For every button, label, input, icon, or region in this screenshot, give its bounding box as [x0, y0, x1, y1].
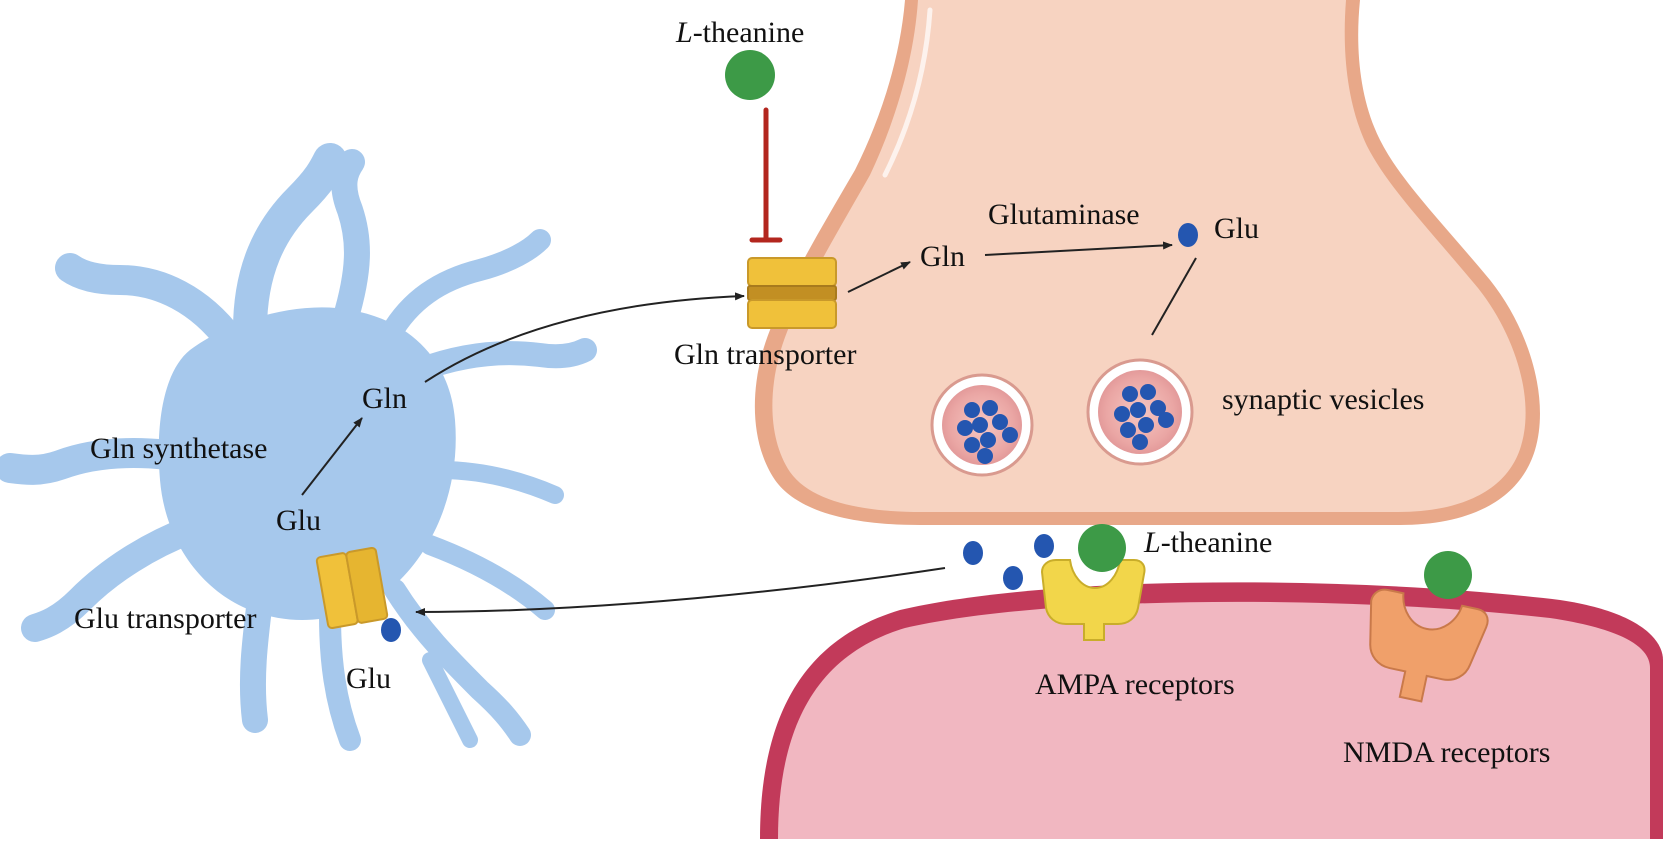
arrow-astro-to-presyn	[424, 292, 745, 383]
theanine-molecule-top	[725, 50, 775, 100]
label-gln-synthetase: Gln synthetase	[90, 432, 268, 465]
arrow-cleft-to-astro	[415, 567, 946, 616]
label-theanine-cleft: L-theanine	[1144, 526, 1273, 559]
glutamate-molecule-cleft-2	[1034, 534, 1054, 558]
label-gln-astro: Gln	[362, 382, 407, 415]
astrocyte	[0, 143, 597, 751]
theanine-molecule-nmda	[1424, 551, 1472, 599]
label-gln-transporter: Gln transporter	[674, 338, 857, 371]
gln-transporter-icon	[747, 257, 837, 329]
label-glu-transporter: Glu transporter	[74, 602, 257, 635]
glu-transporter-icon	[315, 546, 389, 630]
label-glutaminase: Glutaminase	[988, 198, 1140, 231]
nmda-receptor-icon	[1369, 588, 1489, 703]
glutamate-molecule-cleft-3	[1003, 566, 1023, 590]
ampa-receptor-icon	[1040, 559, 1146, 641]
arrow-glutaminase	[984, 241, 1173, 256]
label-glu-bottom: Glu	[346, 662, 391, 695]
inhibition-arrow	[749, 107, 783, 243]
label-synaptic-vesicles: synaptic vesicles	[1222, 383, 1425, 416]
theanine-molecule-cleft	[1078, 524, 1126, 572]
vesicle-glutamate-cluster-left	[957, 400, 1018, 464]
postsynaptic-cytoplasm	[778, 601, 1650, 839]
glu-vesicle-connector	[1151, 257, 1197, 336]
label-glu-presyn: Glu	[1214, 212, 1259, 245]
synaptic-vesicle-left	[930, 373, 1034, 477]
vesicle-glutamate-cluster-right	[1114, 384, 1174, 450]
label-glu-astro: Glu	[276, 504, 321, 537]
label-theanine-top: L-theanine	[676, 16, 805, 49]
label-nmda-receptors: NMDA receptors	[1343, 736, 1551, 769]
label-gln-presyn: Gln	[920, 240, 965, 273]
arrow-glu-to-gln-astro	[301, 417, 363, 496]
synaptic-vesicle-right	[1086, 358, 1194, 466]
pathway-arrows	[301, 241, 1173, 616]
postsynaptic-neuron	[760, 582, 1663, 839]
glutamate-molecule-cleft-1	[963, 541, 983, 565]
glutamate-molecule-presyn	[1178, 223, 1198, 247]
arrow-transporter-to-gln	[847, 261, 911, 293]
glutamate-molecule-astro	[381, 618, 401, 642]
label-ampa-receptors: AMPA receptors	[1035, 668, 1235, 701]
